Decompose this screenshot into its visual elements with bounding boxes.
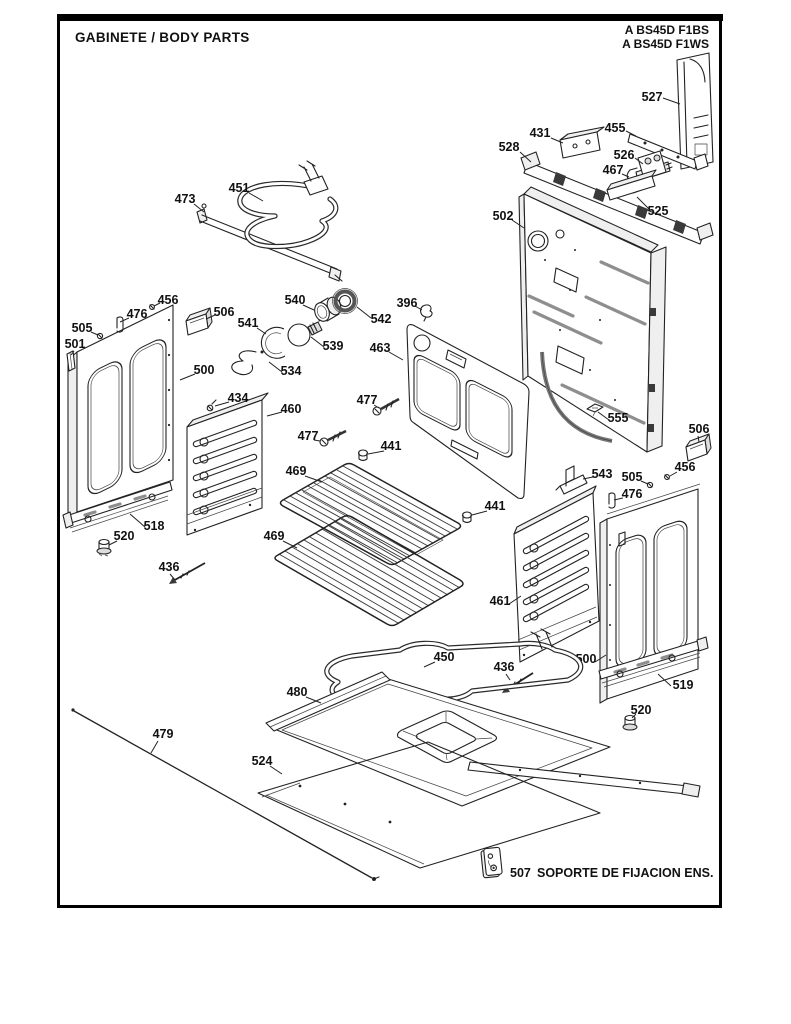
part-label-520-left: 520 bbox=[114, 529, 135, 543]
part-label-463: 463 bbox=[370, 341, 391, 355]
part-label-396: 396 bbox=[397, 296, 418, 310]
part-label-461: 461 bbox=[490, 594, 511, 608]
part-505-right: 505 bbox=[622, 470, 654, 489]
part-label-539: 539 bbox=[323, 339, 344, 353]
part-500-right: 500 bbox=[576, 483, 701, 704]
part-543: 543 bbox=[555, 465, 613, 495]
part-label-455: 455 bbox=[605, 121, 626, 135]
part-label-460: 460 bbox=[281, 402, 302, 416]
part-506-right: 506 bbox=[685, 422, 712, 462]
part-476-right: 476 bbox=[608, 487, 643, 509]
model-number-1: A BS45D F1BS bbox=[625, 23, 709, 37]
part-501: 501 bbox=[65, 337, 86, 372]
part-label-541: 541 bbox=[238, 316, 259, 330]
part-555: 555 bbox=[586, 403, 629, 425]
part-477-lower: 477 bbox=[298, 429, 347, 447]
part-label-505-right: 505 bbox=[622, 470, 643, 484]
part-519: 519 bbox=[598, 636, 709, 692]
part-524: 524 bbox=[252, 741, 601, 869]
part-477-upper: 477 bbox=[357, 393, 400, 416]
part-539-bulb: 539 bbox=[287, 317, 344, 353]
part-label-480: 480 bbox=[287, 685, 308, 699]
part-527: 527 bbox=[642, 52, 714, 170]
part-479: 479 bbox=[71, 708, 380, 881]
part-455: 455 bbox=[605, 121, 709, 171]
part-528: 528 bbox=[499, 140, 714, 245]
part-label-477-upper: 477 bbox=[357, 393, 378, 407]
part-label-534: 534 bbox=[281, 364, 302, 378]
part-label-525: 525 bbox=[648, 204, 669, 218]
part-507-footer: 507 SOPORTE DE FIJACION ENS. bbox=[480, 846, 713, 880]
part-502: 502 bbox=[493, 186, 667, 453]
part-label-527: 527 bbox=[642, 90, 663, 104]
part-456-right: 456 bbox=[664, 460, 696, 480]
part-label-555: 555 bbox=[608, 411, 629, 425]
part-label-456-right: 456 bbox=[675, 460, 696, 474]
part-label-542: 542 bbox=[371, 312, 392, 326]
part-460: 460 bbox=[186, 392, 302, 536]
part-500-left: 500 bbox=[67, 304, 215, 521]
page-border bbox=[57, 14, 723, 908]
part-label-467: 467 bbox=[603, 163, 624, 177]
part-label-526: 526 bbox=[614, 148, 635, 162]
part-label-473: 473 bbox=[175, 192, 196, 206]
part-label-518: 518 bbox=[144, 519, 165, 533]
part-label-528: 528 bbox=[499, 140, 520, 154]
part-451: 451 bbox=[229, 160, 339, 250]
part-506-left: 506 bbox=[185, 305, 235, 336]
part-label-479: 479 bbox=[153, 727, 174, 741]
part-label-502: 502 bbox=[493, 209, 514, 223]
part-518: 518 bbox=[62, 481, 173, 533]
part-label-441-upper: 441 bbox=[381, 439, 402, 453]
part-441-upper: 441 bbox=[357, 439, 402, 462]
model-number-2: A BS45D F1WS bbox=[622, 37, 709, 51]
part-label-519: 519 bbox=[673, 678, 694, 692]
part-label-524: 524 bbox=[252, 754, 273, 768]
footer-part-number: 507 bbox=[510, 866, 531, 880]
part-label-441-right: 441 bbox=[485, 499, 506, 513]
part-label-543: 543 bbox=[592, 467, 613, 481]
part-520-left: 520 bbox=[96, 529, 135, 557]
part-label-450: 450 bbox=[434, 650, 455, 664]
part-431: 431 bbox=[530, 126, 605, 159]
part-label-451: 451 bbox=[229, 181, 250, 195]
part-label-500-left: 500 bbox=[194, 363, 215, 377]
footer-part-name: SOPORTE DE FIJACION ENS. bbox=[537, 866, 713, 880]
part-label-436-left: 436 bbox=[159, 560, 180, 574]
part-469-lower-rack: 469 bbox=[264, 514, 464, 627]
part-542-ring: 542 bbox=[332, 288, 392, 326]
part-396-clip: 396 bbox=[397, 296, 433, 322]
part-456-left: 456 bbox=[149, 293, 179, 310]
part-label-506-right: 506 bbox=[689, 422, 710, 436]
part-label-469-upper: 469 bbox=[286, 464, 307, 478]
part-534-wire: 534 bbox=[231, 350, 302, 378]
part-label-520-right: 520 bbox=[631, 703, 652, 717]
part-label-506-left: 506 bbox=[214, 305, 235, 319]
part-label-476-right: 476 bbox=[622, 487, 643, 501]
part-505-left: 505 bbox=[72, 321, 104, 340]
part-463: 463 bbox=[370, 324, 530, 500]
part-label-469-lower: 469 bbox=[264, 529, 285, 543]
part-label-436-right: 436 bbox=[494, 660, 515, 674]
part-label-476-left: 476 bbox=[127, 307, 148, 321]
part-480: 480 bbox=[265, 671, 701, 807]
part-label-540: 540 bbox=[285, 293, 306, 307]
part-434: 434 bbox=[206, 391, 249, 412]
part-label-434: 434 bbox=[228, 391, 249, 405]
part-540-socket: 540 bbox=[285, 293, 342, 322]
part-label-431: 431 bbox=[530, 126, 551, 140]
part-541-lamp-cover: 541 bbox=[238, 316, 286, 359]
part-461: 461 bbox=[490, 485, 600, 663]
part-label-477-lower: 477 bbox=[298, 429, 319, 443]
part-520-right: 520 bbox=[622, 703, 652, 731]
part-525: 525 bbox=[606, 169, 669, 218]
page-title: GABINETE / BODY PARTS bbox=[75, 30, 250, 45]
part-436-left: 436 bbox=[159, 560, 206, 584]
part-label-501: 501 bbox=[65, 337, 86, 351]
part-label-505-left: 505 bbox=[72, 321, 93, 335]
part-476-left: 476 bbox=[116, 307, 148, 333]
part-441-right: 441 bbox=[461, 499, 506, 524]
part-label-456-left: 456 bbox=[158, 293, 179, 307]
